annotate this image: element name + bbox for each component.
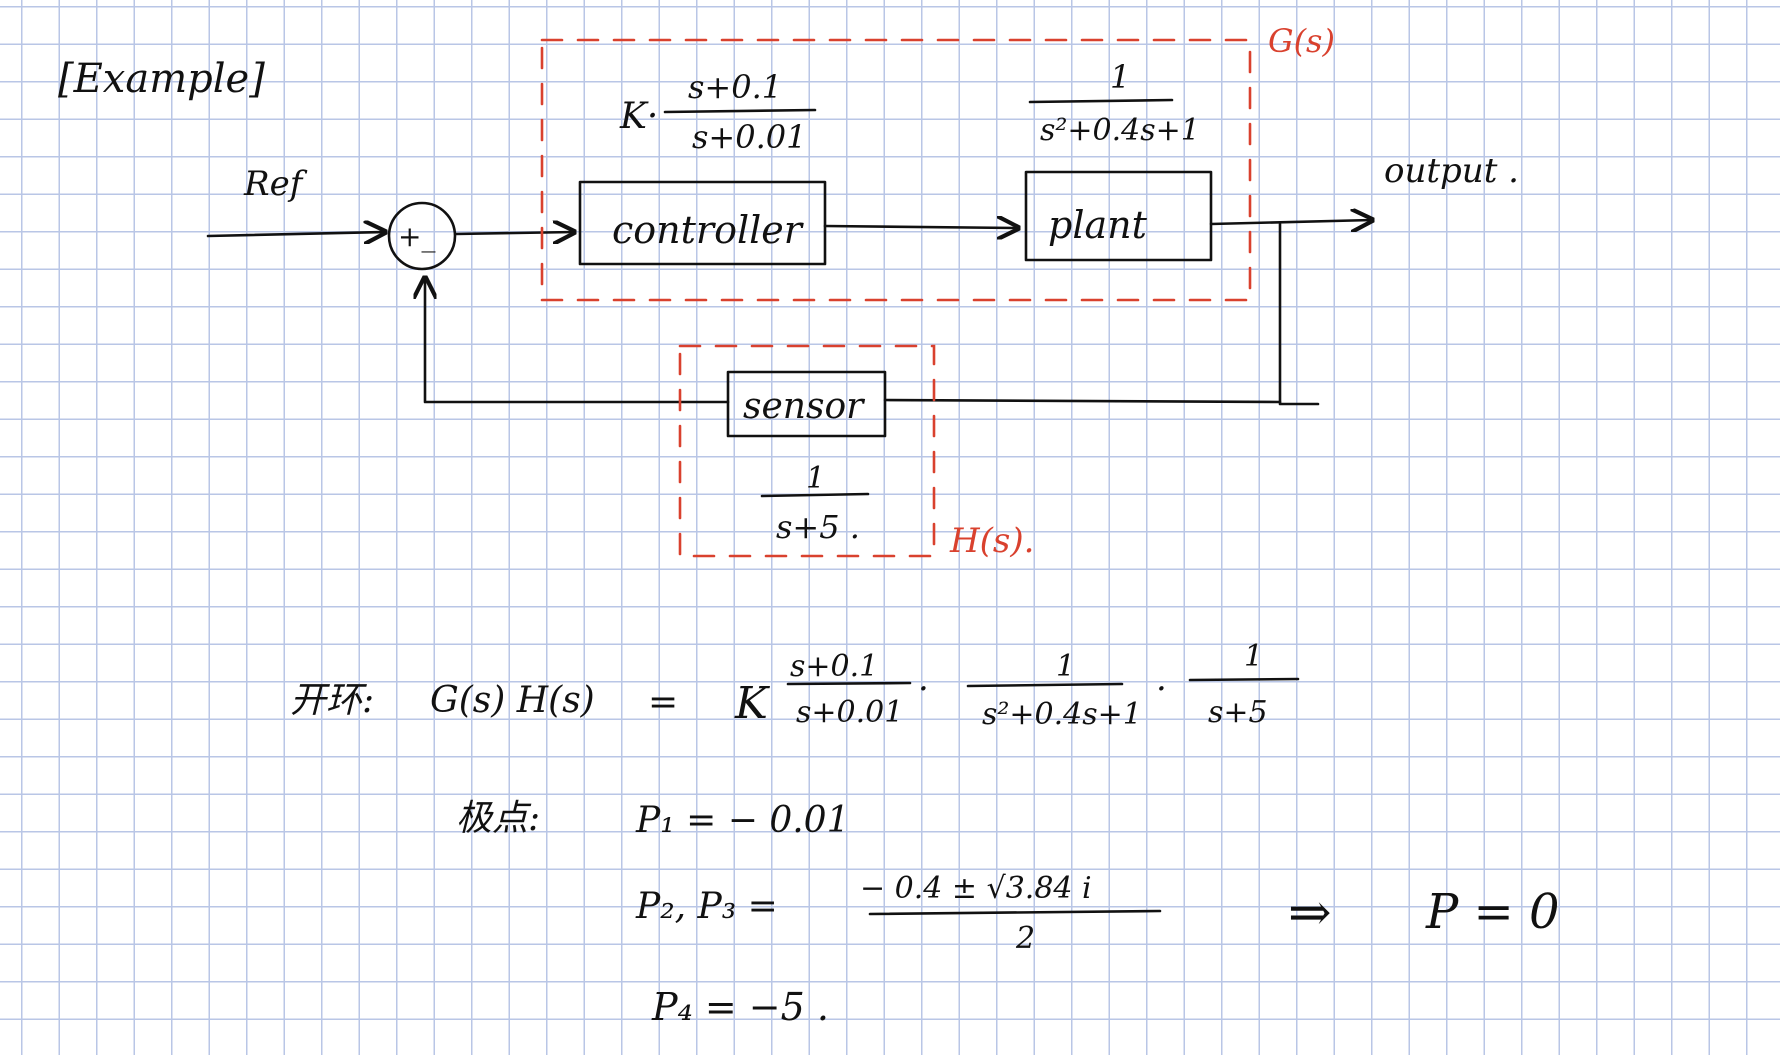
summing-signs: +_ [398,220,435,253]
g-of-s-group-box [540,38,1252,302]
poles-p23-bar [868,909,1162,916]
factor1-num: s+0.1 [790,649,878,684]
example-title: [Example] [58,56,265,102]
plant-tf-num: 1 [1110,58,1130,96]
pole-p1: P₁ = − 0.01 [635,800,849,841]
poles-label: 极点: [456,798,540,839]
sensor-block [726,370,887,438]
open-loop-equals: = [648,682,678,723]
output-arrow [1209,220,1372,224]
implies-arrow: ⇒ [1288,883,1332,943]
factor2-den: s²+0.4s+1 [982,697,1142,732]
controller-tf-gain: K· [619,96,658,137]
controller-tf-num: s+0.1 [688,68,782,106]
controller-tf-bar [663,108,817,114]
factor1-bar [786,681,912,686]
plant-tf-den: s²+0.4s+1 [1040,113,1200,148]
open-loop-label: 开环: [290,680,374,721]
pickoff-line [1278,222,1320,406]
controller-block [578,180,827,266]
factor3-bar [1188,677,1300,682]
sensor-tf-num: 1 [806,461,825,496]
junction-to-controller-arrow [454,232,574,234]
dot-2: · [1156,669,1167,709]
poles-p23-den: 2 [1015,921,1035,956]
plant-label: plant [1048,203,1148,247]
factor1-den: s+0.01 [796,695,903,730]
pole-count-result: P = 0 [1425,884,1560,940]
factor3-den: s+5 [1208,695,1268,730]
feedback-arrow [425,278,730,404]
controller-tf-den: s+0.01 [692,118,806,156]
feedback-to-sensor-line [883,398,1282,404]
factor2-bar [966,682,1124,688]
factor3-num: 1 [1244,639,1263,674]
open-loop-lhs: G(s) H(s) [430,680,595,721]
controller-to-plant-arrow [823,226,1018,228]
output-label: output . [1384,151,1519,191]
sensor-tf-bar [760,492,870,498]
poles-p23-num: − 0.4 ± √3.84 i [860,871,1092,906]
factor2-num: 1 [1056,649,1075,684]
sensor-tf-den: s+5 . [776,508,860,546]
plant-block [1024,170,1213,262]
sensor-label: sensor [743,386,865,427]
summing-junction [387,201,457,271]
open-loop-gain: K [734,678,770,729]
g-of-s-label: G(s) [1268,22,1335,60]
controller-label: controller [612,208,805,252]
pole-p4: P₄ = −5 . [651,985,829,1029]
h-of-s-group-box [678,344,936,558]
poles-p23-lhs: P₂, P₃ = [635,886,778,927]
dot-1: · [918,669,929,709]
ref-arrow [206,232,385,236]
h-of-s-label: H(s). [949,521,1034,561]
plant-tf-bar [1028,98,1174,104]
ref-label: Ref [243,164,308,204]
